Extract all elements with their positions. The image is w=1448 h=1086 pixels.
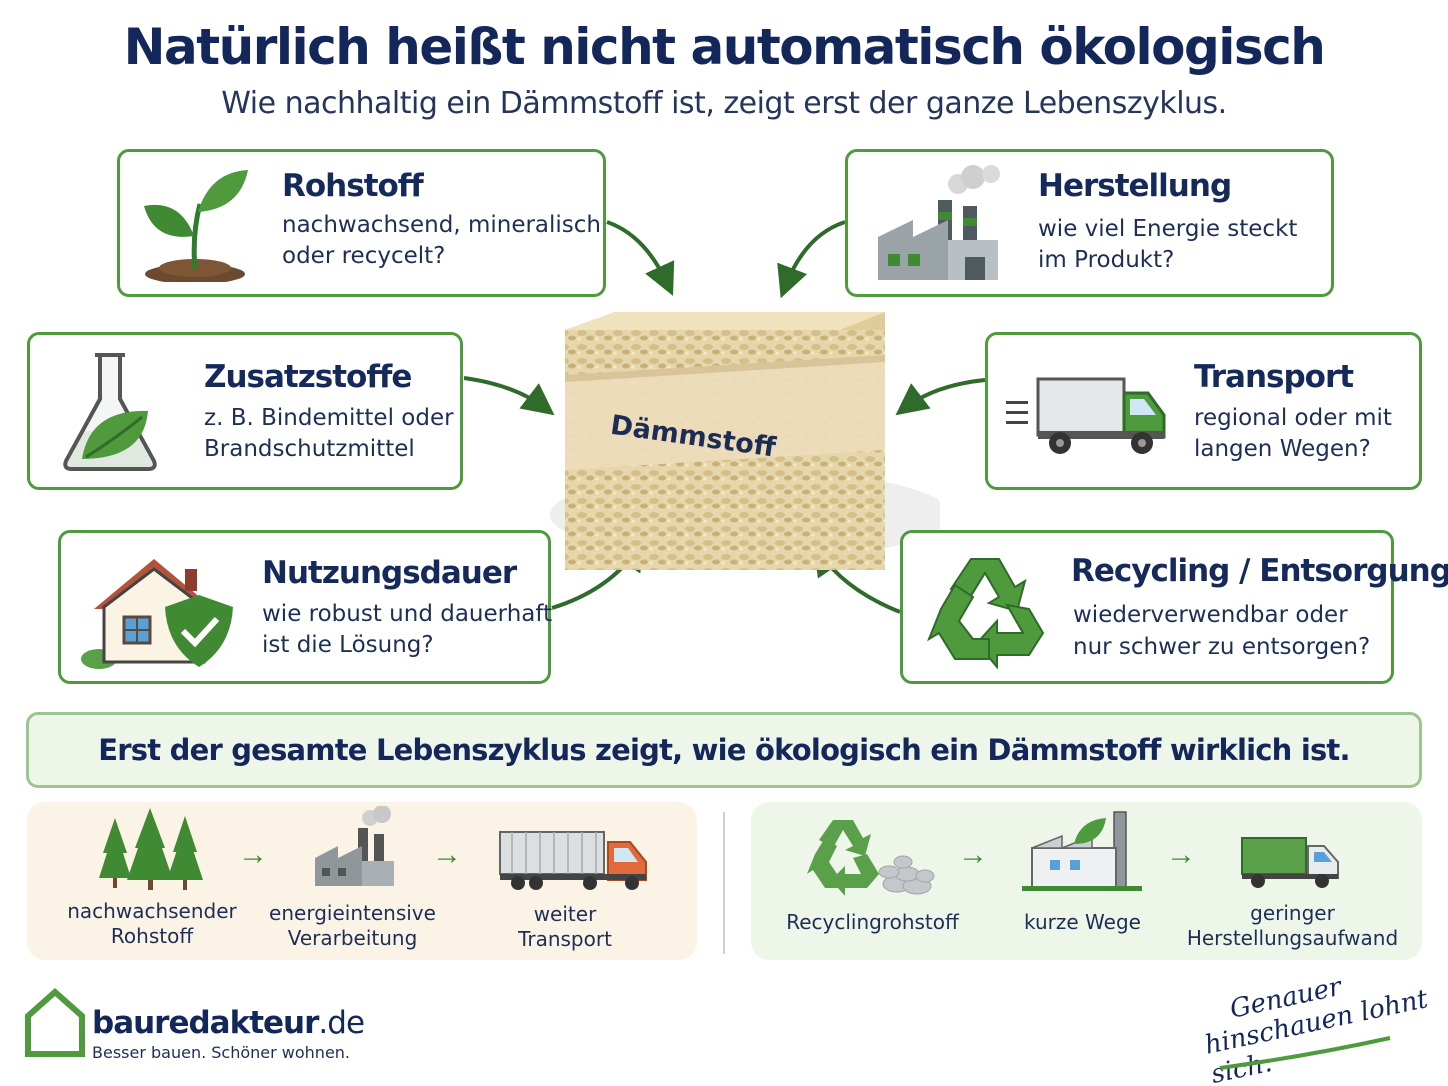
house-logo-icon [25, 987, 85, 1057]
insulation-block-image [550, 312, 940, 570]
card-text-line2: nur schwer zu entsorgen? [1073, 634, 1371, 660]
factory-icon [315, 806, 394, 886]
card-text-line2: Brandschutzmittel [204, 436, 415, 462]
comparison-item: weiter Transport [470, 902, 660, 952]
logo-tagline: Besser bauen. Schöner wohnen. [92, 1043, 351, 1062]
item-line2: Rohstoff [110, 924, 194, 948]
page-title: Natürlich heißt nicht automatisch ökolog… [123, 18, 1326, 76]
item-line1: kurze Wege [1024, 910, 1141, 934]
item-line1: nachwachsender [67, 899, 237, 923]
logo-text: bauredakteur.de [92, 1005, 365, 1041]
arrow-right-icon: → [1166, 838, 1196, 871]
arrow-right-icon: → [238, 838, 268, 871]
card-transport: Transport regional oder mit langen Wegen… [985, 332, 1422, 490]
item-line2: Verarbeitung [287, 926, 418, 950]
trees-icon [99, 808, 203, 890]
arrow-rohstoff [606, 220, 675, 296]
card-text-line1: wiederverwendbar oder [1073, 602, 1348, 628]
card-text-line1: z. B. Bindemittel oder [204, 405, 454, 431]
item-line2: Herstellungsaufwand [1186, 926, 1399, 950]
card-herstellung: Herstellung wie viel Energie steckt im P… [845, 149, 1334, 297]
item-line1: weiter [533, 902, 597, 926]
card-title: Recycling / Entsorgung [1071, 553, 1448, 589]
arrow-zusatzstoffe [463, 376, 555, 416]
comparison-item: nachwachsender Rohstoff [52, 899, 252, 949]
arrow-herstellung [777, 220, 846, 299]
lorry-icon [499, 831, 647, 890]
card-rohstoff: Rohstoff nachwachsend, mineralisch oder … [117, 149, 606, 297]
comparison-item: energieintensive Verarbeitung [255, 901, 450, 951]
house-shield-icon [81, 559, 233, 669]
comparison-item: Recyclingrohstoff [775, 910, 970, 935]
card-nutzungsdauer: Nutzungsdauer wie robust und dauerhaft i… [58, 530, 553, 684]
card-text-line1: regional oder mit [1194, 405, 1392, 431]
item-line2: Transport [518, 927, 612, 951]
card-zusatzstoffe: Zusatzstoffe z. B. Bindemittel oder Bran… [27, 332, 463, 490]
arrow-transport [895, 378, 986, 416]
page-subtitle: Wie nachhaltig ein Dämmstoff ist, zeigt … [221, 86, 1227, 121]
logo-domain: .de [318, 1005, 365, 1041]
flask-leaf-icon [63, 353, 157, 471]
truck-icon [1006, 377, 1166, 454]
logo-bold: bauredakteur [92, 1005, 319, 1041]
card-title: Zusatzstoffe [204, 359, 412, 395]
card-title: Transport [1194, 359, 1354, 395]
card-text-line1: wie viel Energie steckt [1038, 216, 1298, 242]
recycle-pile-icon [807, 820, 935, 896]
card-text-line2: langen Wegen? [1194, 436, 1371, 462]
item-line1: Recyclingrohstoff [786, 910, 959, 934]
card-title: Herstellung [1038, 168, 1232, 204]
arrow-right-icon: → [958, 838, 988, 871]
item-line1: geringer [1250, 901, 1335, 925]
slogan-underline [1219, 1036, 1391, 1070]
factory-icon [878, 165, 1000, 280]
arrow-right-icon: → [432, 838, 462, 871]
card-text-line2: oder recycelt? [282, 243, 446, 269]
card-recycling: Recycling / Entsorgung wiederverwendbar … [900, 530, 1448, 684]
green-truck-icon [1241, 837, 1339, 888]
item-line1: energieintensive [269, 901, 436, 925]
plant-icon [144, 170, 248, 282]
comparison-item: geringer Herstellungsaufwand [1180, 901, 1405, 951]
card-text-line1: wie robust und dauerhaft [262, 601, 553, 627]
card-title: Rohstoff [282, 168, 424, 204]
card-title: Nutzungsdauer [262, 555, 517, 591]
recycle-icon [926, 558, 1045, 669]
card-text-line2: ist die Lösung? [262, 632, 434, 658]
green-factory-icon [1022, 811, 1142, 891]
card-text-line2: im Produkt? [1038, 247, 1175, 273]
divider [723, 812, 725, 954]
banner-text: Erst der gesamte Lebenszyklus zeigt, wie… [98, 733, 1350, 767]
summary-banner: Erst der gesamte Lebenszyklus zeigt, wie… [26, 712, 1422, 788]
comparison-item: kurze Wege [990, 910, 1175, 935]
card-text-line1: nachwachsend, mineralisch [282, 212, 602, 238]
